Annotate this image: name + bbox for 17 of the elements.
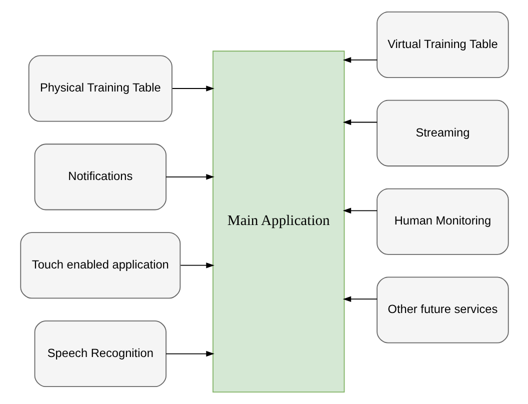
arrow [180,262,214,268]
node-box: Human Monitoring [376,188,508,255]
node-box: Physical Training Table [28,55,172,122]
node-box: Main Application [212,50,344,393]
arrow [165,350,214,357]
arrow [165,174,214,180]
arrow [171,86,214,92]
arrow [342,119,378,126]
arrow [342,208,378,214]
arrow [342,57,378,63]
node-box: Touch enabled application [20,232,180,299]
node-box: Streaming [376,100,508,166]
arrow [342,296,378,302]
node-box: Other future services [376,276,508,344]
node-box: Virtual Training Table [376,11,508,78]
node-box: Speech Recognition [34,320,166,388]
node-box: Notifications [34,144,166,210]
